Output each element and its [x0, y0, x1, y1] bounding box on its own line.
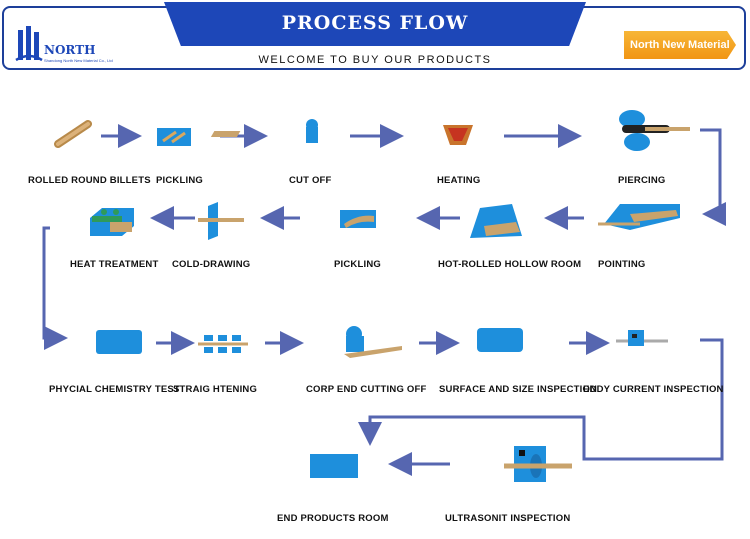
- brand-badge: North New Material: [624, 31, 736, 59]
- step-label-pickling-2: PICKLING: [334, 259, 381, 270]
- step-label-ultrasonit-inspection: ULTRASONIT INSPECTION: [445, 513, 571, 524]
- step-label-pickling: PICKLING: [156, 175, 203, 186]
- end-products-icon: [310, 454, 358, 478]
- step-label-straightening: STRAIG HTENING: [173, 384, 258, 395]
- step-label-cold-drawing: COLD-DRAWING: [172, 259, 251, 270]
- step-label-cut-off: CUT OFF: [289, 175, 332, 186]
- pickling-tank-icon: [157, 128, 191, 146]
- step-label-corp-end-cutting-off: CORP END CUTTING OFF: [306, 384, 427, 395]
- cold-drawing-icon: [198, 202, 244, 240]
- heat-treatment-icon: [90, 208, 134, 236]
- step-label-pointing: POINTING: [598, 259, 646, 270]
- arrow-5: [700, 128, 726, 226]
- company-logo-icon: [15, 26, 43, 62]
- surface-inspection-icon: [477, 328, 523, 352]
- arrow-15-tip: [358, 415, 424, 446]
- ultrasonic-inspection-icon: [504, 446, 572, 482]
- step-label-heating: HEATING: [437, 175, 481, 186]
- piercing-mill-icon: [619, 110, 690, 151]
- logo-company-name: Shandong North New Material Co., Ltd: [44, 58, 113, 63]
- step-label-hot-rolled-hollow-room: HOT-ROLLED HOLLOW ROOM: [438, 259, 582, 270]
- step-label-end-products-room: END PRODUCTS ROOM: [277, 513, 389, 524]
- hot-rolled-room-icon: [470, 204, 522, 238]
- straightening-icon: [198, 335, 248, 353]
- end-cutting-icon: [344, 326, 402, 358]
- cutoff-machine-icon: [210, 119, 318, 143]
- step-label-heat-treatment: HEAT TREATMENT: [70, 259, 159, 270]
- arrow-10: [42, 226, 68, 350]
- page-subtitle: WELCOME TO BUY OUR PRODUCTS: [258, 54, 492, 66]
- flow-arrows: [42, 124, 726, 476]
- arrow-15-path: [424, 338, 724, 461]
- title-tab: [164, 2, 586, 46]
- pickling-tank-2-icon: [340, 210, 376, 228]
- step-label-surface-size-inspection: SURFACE AND SIZE INSPECTION: [439, 384, 598, 395]
- heating-furnace-icon: [443, 125, 473, 145]
- logo-name: NORTH: [44, 43, 96, 57]
- pointing-machine-icon: [598, 204, 680, 230]
- page-title: PROCESS FLOW: [281, 12, 469, 34]
- step-label-phycial-chemistry-test: PHYCIAL CHEMISTRY TEST: [49, 384, 180, 395]
- eddy-current-icon: [616, 330, 668, 346]
- step-label-eddy-current-inspection: EDDY CURRENT INSPECTION: [583, 384, 724, 395]
- chemistry-test-icon: [96, 330, 142, 354]
- rolled-billets-icon: [54, 120, 92, 148]
- step-label-piercing: PIERCING: [618, 175, 666, 186]
- step-label-rolled-round-billets: ROLLED ROUND BILLETS: [28, 175, 151, 186]
